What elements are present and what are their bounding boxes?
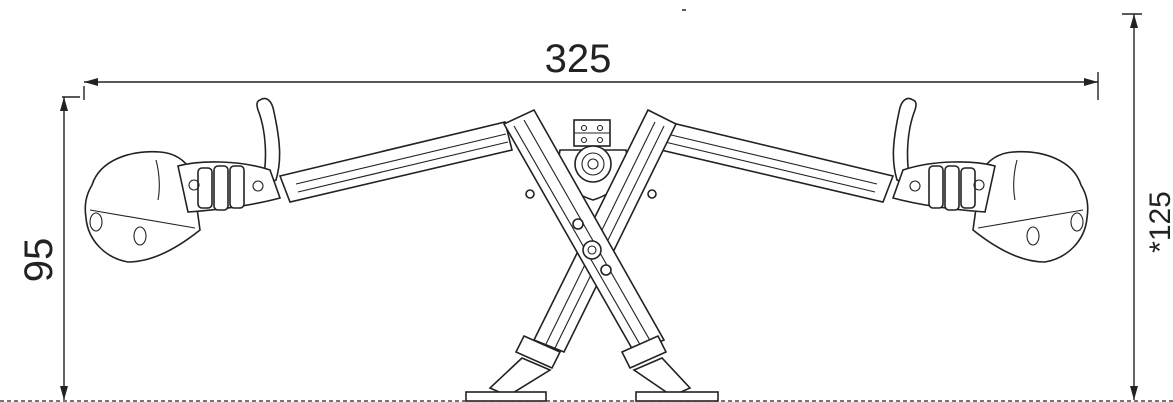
left-joint [177, 161, 282, 213]
total-height-dimension: *125 [1122, 13, 1173, 400]
right-arm [660, 121, 895, 203]
center-bolts [525, 189, 657, 276]
height-label: 95 [17, 238, 61, 283]
width-label: 325 [545, 37, 612, 81]
right-joint [891, 161, 996, 213]
height-dimension: 95 [17, 96, 80, 400]
width-dimension: 325 [83, 37, 1099, 100]
left-seat [84, 150, 201, 263]
left-arm [278, 121, 513, 203]
total-height-label: *125 [1144, 191, 1173, 253]
right-seat [972, 150, 1089, 263]
leg-front [502, 108, 719, 402]
leg-back [465, 108, 678, 402]
